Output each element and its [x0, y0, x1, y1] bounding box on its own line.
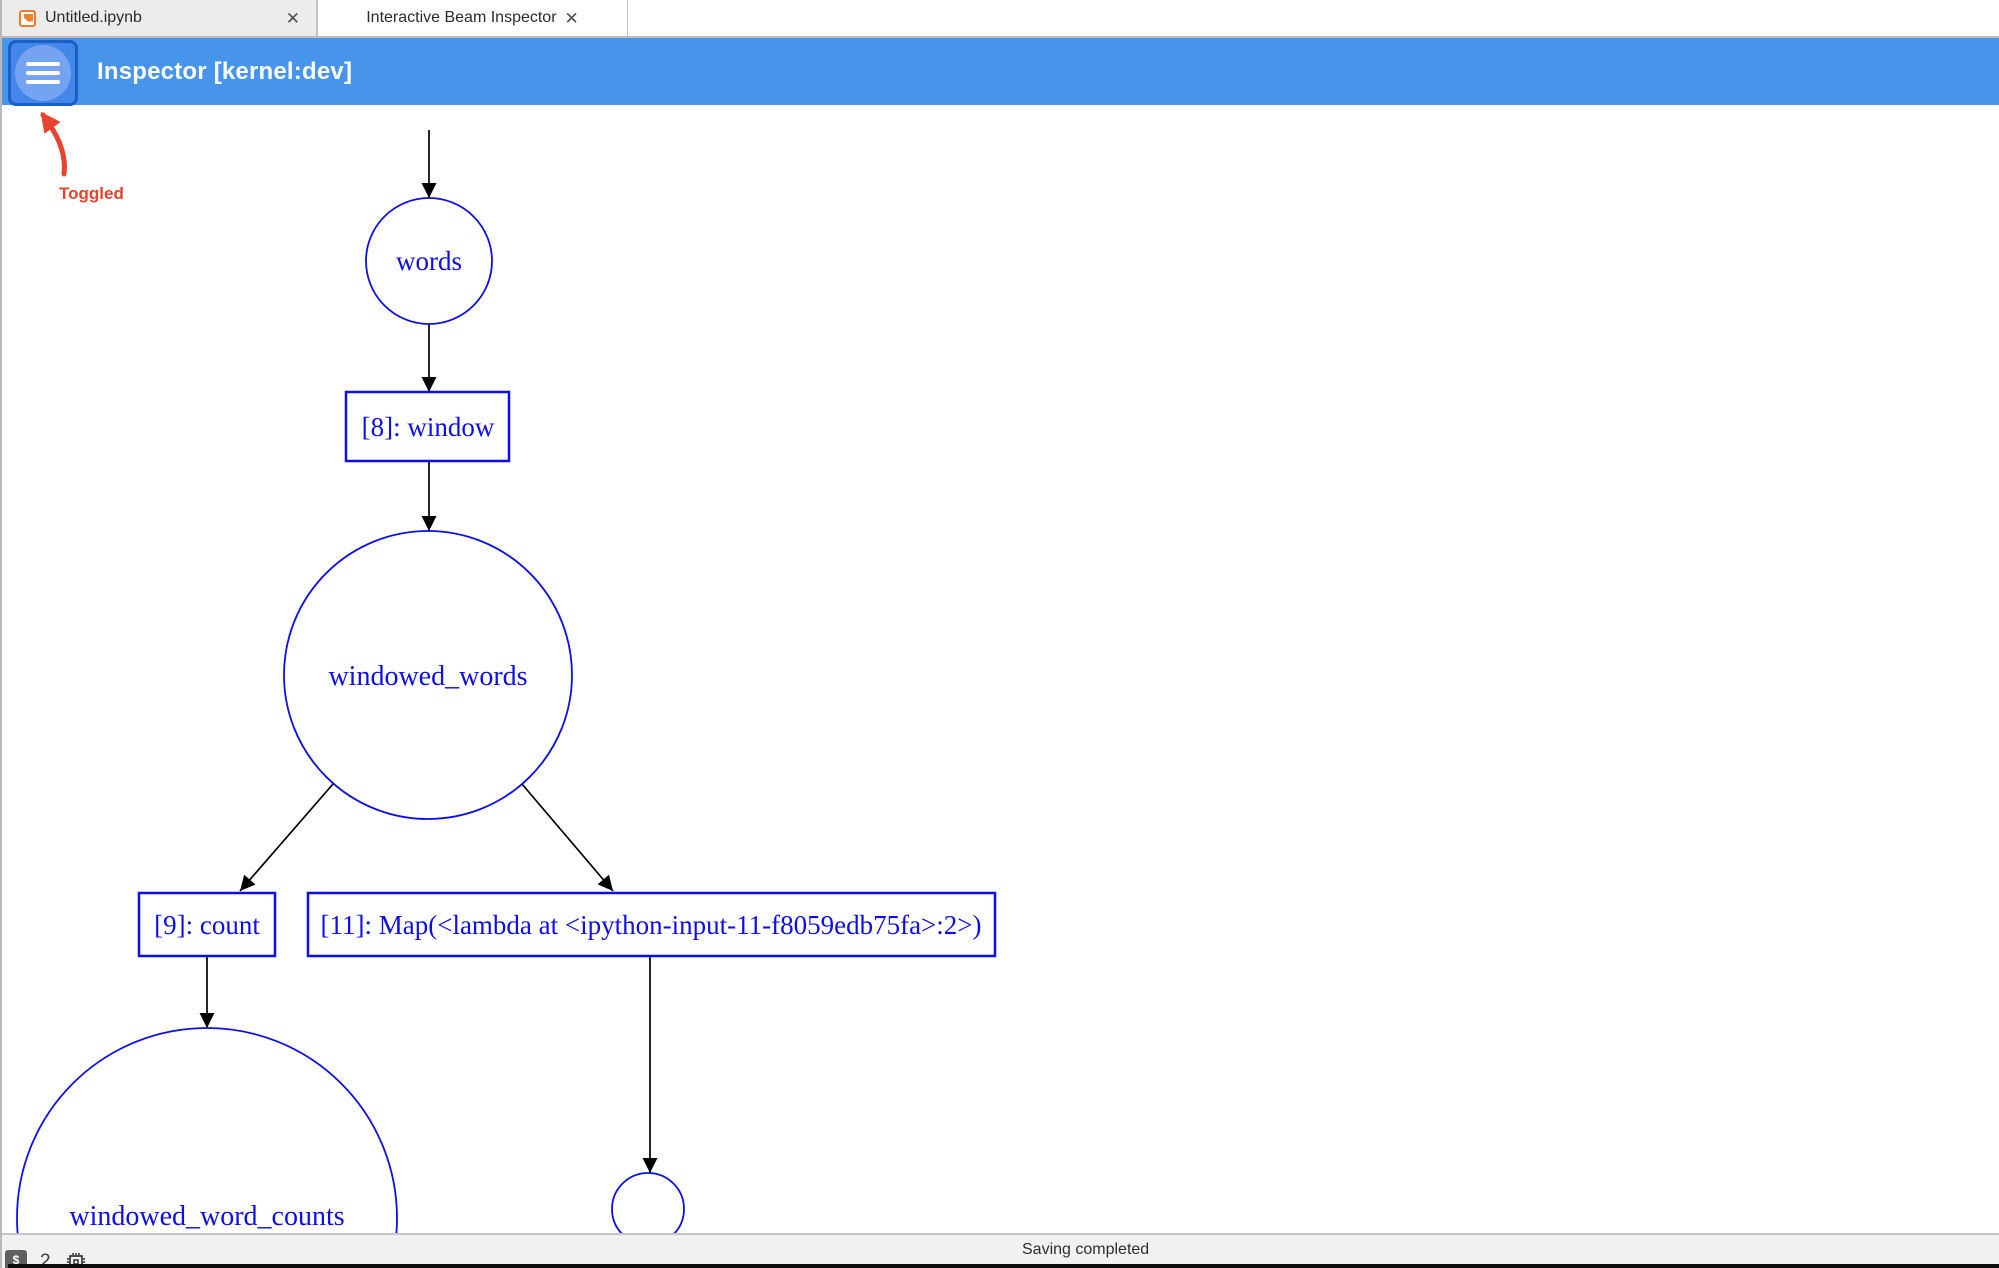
pipeline-graph-canvas: words [8]: window windowed_words [9]: co…	[0, 105, 1999, 1233]
status-message: Saving completed	[1022, 1241, 1150, 1258]
session-count[interactable]: 2	[40, 1251, 51, 1268]
node-count-transform[interactable]: [9]: count	[137, 891, 277, 958]
node-map-transform[interactable]: [11]: Map(<lambda at <ipython-input-11-f…	[306, 891, 997, 958]
tab-bar: Untitled.ipynb ✕ Interactive Beam Inspec…	[0, 0, 1999, 38]
inspector-header: Inspector [kernel:dev]	[0, 38, 1999, 105]
node-words[interactable]: words	[365, 197, 493, 325]
tab-untitled-notebook[interactable]: Untitled.ipynb ✕	[0, 0, 317, 36]
svg-text:[11]: Map(<lambda at <ipython-: [11]: Map(<lambda at <ipython-input-11-f…	[321, 910, 982, 940]
svg-text:windowed_words: windowed_words	[328, 661, 527, 692]
window-left-border	[0, 0, 2, 1268]
tab-label: Interactive Beam Inspector	[366, 9, 557, 26]
svg-text:words: words	[396, 246, 462, 276]
edge-windowed-words-to-count	[239, 783, 334, 892]
svg-text:windowed_word_counts: windowed_word_counts	[69, 1201, 344, 1232]
node-window-transform[interactable]: [8]: window	[344, 390, 511, 463]
page-title: Inspector [kernel:dev]	[97, 57, 353, 85]
terminal-icon[interactable]: $	[5, 1250, 27, 1268]
node-unnamed-pcollection[interactable]	[611, 1172, 685, 1233]
node-windowed-words[interactable]: windowed_words	[283, 530, 573, 820]
node-windowed-word-counts[interactable]: windowed_word_counts	[16, 1027, 398, 1233]
svg-text:[8]: window: [8]: window	[362, 412, 495, 442]
tab-interactive-beam-inspector[interactable]: Interactive Beam Inspector ✕	[317, 0, 628, 36]
svg-text:[9]: count: [9]: count	[154, 910, 260, 940]
status-bar: $ 2 Saving completed	[0, 1233, 1999, 1268]
notebook-icon	[19, 9, 36, 27]
close-icon[interactable]: ✕	[285, 8, 300, 28]
close-icon[interactable]: ✕	[564, 8, 579, 28]
hamburger-icon	[26, 62, 60, 84]
bottom-divider	[8, 1264, 1999, 1268]
annotation-label: Toggled	[59, 184, 124, 203]
menu-toggle-button[interactable]	[8, 40, 78, 106]
tab-label: Untitled.ipynb	[45, 9, 142, 26]
edge-windowed-words-to-map	[521, 783, 614, 892]
